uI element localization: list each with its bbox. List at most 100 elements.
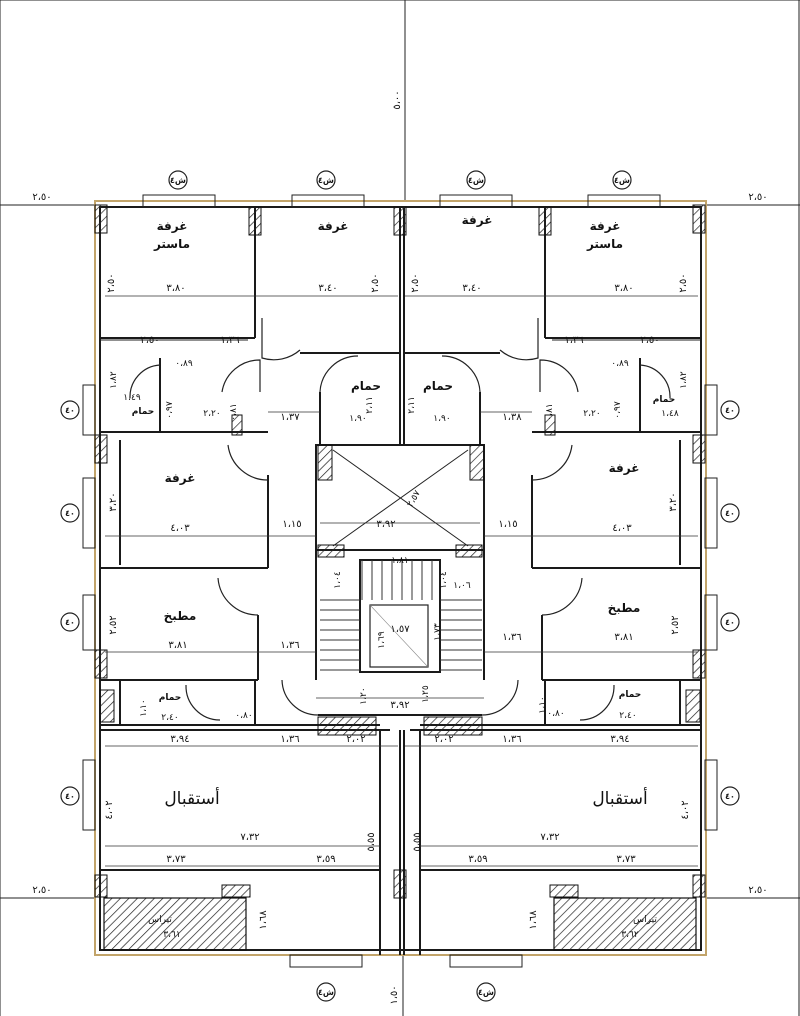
- window-tag-top-0-circle: [168, 170, 188, 190]
- window-tag-side-6-label: ٤٠: [725, 618, 735, 627]
- dim-terrace-left: ٣،٦١: [163, 930, 180, 940]
- dim-392: ٣،٩٢: [390, 700, 409, 711]
- window-tag-side-2-label: ٤٠: [65, 618, 75, 627]
- dim-stair-d: ٢،٥٧: [406, 489, 423, 509]
- dim-110-left: ١،١٠: [139, 699, 149, 716]
- window-tag-side-6-circle: [720, 612, 740, 632]
- dim-394-left: ٣،٩٤: [170, 734, 189, 745]
- window-tag-side-0-circle: [60, 400, 80, 420]
- room-labels: غرفة ماستر غرفة غرفة غرفة ماستر حمام حما…: [132, 213, 676, 925]
- room-label-master-left-1: غرفة: [157, 219, 188, 233]
- staircase: [320, 560, 482, 671]
- dim-115-right: ١،١٥: [498, 519, 517, 530]
- window-tag-top-4-label: ش٤: [318, 988, 334, 998]
- dim-right-bottom: ٢،٥٠: [748, 885, 767, 896]
- dim-left-bottom: ٢،٥٠: [32, 885, 51, 896]
- window-tag-top-3-label: ش٤: [614, 176, 630, 186]
- dim-220-left: ٢،٢٠: [203, 409, 220, 419]
- dim-bed2-left-w: ٤،٠٣: [170, 523, 190, 534]
- window-tag-side-3-circle: [60, 786, 80, 806]
- dim-kit-left-w: ٣،٨١: [168, 640, 187, 651]
- dim-master-right-w: ٣،٨٠: [614, 283, 633, 294]
- window-tag-side-1-label: ٤٠: [65, 509, 75, 518]
- dim-373-left: ٣،٧٣: [166, 854, 186, 865]
- room-label-reception-left: أستقبال: [164, 787, 219, 809]
- columns: [94, 204, 706, 899]
- dim-136-left: ١،٣٦: [280, 640, 299, 651]
- window-tag-top-2-circle: [466, 170, 486, 190]
- room-label-bedroom-top-right: غرفة: [462, 213, 493, 227]
- window-tag-side-4-circle: [720, 400, 740, 420]
- dim-190-right: ١،٩٠: [433, 414, 450, 424]
- dim-359-left: ٣،٥٩: [316, 854, 335, 865]
- dim-104-left: ١،٠٤: [333, 571, 343, 589]
- dim-168-right: ١،٦٨: [528, 910, 539, 930]
- room-label-bath-small-left: حمام: [132, 407, 155, 417]
- window-tag-top-3-circle: [612, 170, 632, 190]
- lift-shaft: [369, 604, 429, 668]
- window-tag-top-1-circle: [316, 170, 336, 190]
- window-tag-side-2-circle: [60, 612, 80, 632]
- room-label-bath2-left: حمام: [159, 693, 182, 703]
- room-label-terrace-left: تيراس: [148, 915, 172, 925]
- dim-080-right: ٠،٨٠: [547, 709, 564, 719]
- room-label-bath-mid-right: حمام: [423, 379, 453, 394]
- dim-211-right: ٢،١١: [407, 396, 417, 413]
- dim-173: ١،٧٣: [433, 623, 443, 641]
- room-label-bedroom-top-left: غرفة: [318, 219, 349, 233]
- stairwell-void: [332, 449, 469, 547]
- dim-202-right: ٢،٠٢: [434, 734, 453, 745]
- terrace-hatch: [103, 897, 697, 951]
- dim-top-center: ٥،٠٠: [392, 90, 403, 109]
- dim-138: ١،٣٨: [502, 412, 522, 423]
- dim-bath2-right-w: ٢،٤٠: [619, 711, 636, 721]
- room-label-terrace-right: تيراس: [633, 915, 657, 925]
- dim-115-left: ١،١٥: [282, 519, 301, 530]
- dim-bed-left-h: ٢،٥٠: [370, 273, 381, 292]
- room-label-bedroom-left: غرفة: [165, 471, 196, 485]
- dim-168-left: ١،٦٨: [258, 910, 269, 930]
- dim-110-right: ١،١٠: [538, 696, 548, 713]
- dim-rec-right-h: ٤،٠٢: [680, 800, 691, 819]
- dimension-lines: [105, 295, 698, 867]
- dim-master-left-w: ٣،٨٠: [166, 283, 185, 294]
- dim-106: ١،٠٦: [453, 581, 471, 591]
- dim-bed2-right-h: ٣،٢٠: [668, 492, 679, 511]
- doors: [100, 318, 700, 721]
- dim-rec-left-h: ٤،٠٢: [104, 800, 115, 819]
- dim-bed-right-w: ٣،٤٠: [462, 283, 481, 294]
- room-label-reception-right: أستقبال: [592, 787, 647, 809]
- dim-136-right: ١،٣٦: [502, 632, 521, 643]
- dim-stair-w: ٣،٩٢: [376, 519, 395, 530]
- dim-555-left: ٥،٥٥: [366, 832, 377, 851]
- windows: [82, 194, 718, 968]
- window-tag-side-7-label: ٤٠: [725, 792, 735, 801]
- dim-bed-left-w: ٣،٤٠: [318, 283, 337, 294]
- window-tag-top-5-circle: [476, 982, 496, 1002]
- window-tag-top-0-label: ش٤: [170, 176, 186, 186]
- window-tag-top-2-label: ش٤: [468, 176, 484, 186]
- room-label-bath-mid-left: حمام: [351, 379, 381, 394]
- dim-bed2-left-h: ٣،٢٠: [108, 492, 119, 511]
- window-tag-side-4-label: ٤٠: [725, 406, 735, 415]
- room-label-master-left-2: ماستر: [153, 237, 190, 251]
- dimension-labels: ٥،٠٠ ٢،٥٠ ٢،٥٠ ٢،٥٠ ٢،٥٠ ١،٥٠ ٣،٨٠ ٢،٥٠ …: [32, 90, 767, 1004]
- dim-corr-right-a: ٢،٥٠: [640, 335, 659, 346]
- dim-097-right: ٠،٩٧: [613, 401, 623, 419]
- dim-136b-left: ١،٣٦: [280, 734, 299, 745]
- dim-089-left: ٠،٨٩: [175, 359, 193, 369]
- dim-202-left: ٢،٠٢: [346, 734, 365, 745]
- dim-rec-right-w: ٧،٣٢: [540, 832, 559, 843]
- walls: [99, 206, 702, 955]
- dim-right-top: ٢،٥٠: [748, 192, 767, 203]
- dim-190-left: ١،٩٠: [349, 414, 366, 424]
- dim-lift-h: ١،٦٩: [377, 631, 387, 649]
- room-label-bedroom-right: غرفة: [609, 461, 640, 475]
- dim-149-left: ١،٤٩: [123, 393, 141, 403]
- window-tag-side-5-circle: [720, 503, 740, 523]
- dim-master-left-h: ٢،٥٠: [106, 273, 117, 292]
- dim-097-left: ٠،٩٧: [165, 401, 175, 419]
- dim-220-right: ٢،٢٠: [583, 409, 600, 419]
- window-tag-side-0-label: ٤٠: [65, 406, 75, 415]
